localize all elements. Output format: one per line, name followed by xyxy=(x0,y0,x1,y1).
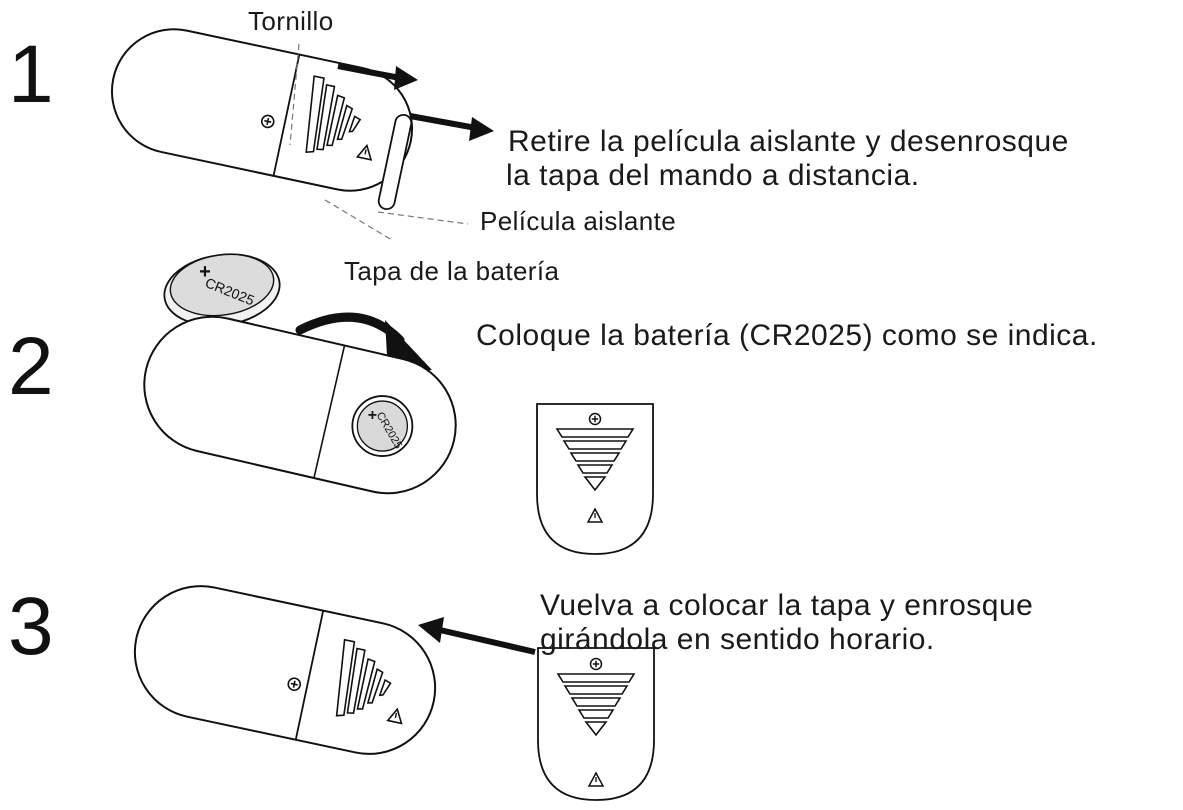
installed-battery: + CR2025 xyxy=(351,395,414,457)
plus-icon xyxy=(260,114,275,129)
step-2-caption: Coloque la batería (CR2025) como se indi… xyxy=(476,319,1098,352)
step-1-number: 1 xyxy=(8,29,54,120)
stripe-triangle-icon xyxy=(555,428,635,492)
svg-text:+: + xyxy=(199,261,211,283)
battery-cover xyxy=(537,647,655,801)
battery-cover xyxy=(536,403,654,555)
plus-icon xyxy=(589,657,603,671)
step-1-caption-line-1: Retire la película aislante y desenrosqu… xyxy=(508,125,1069,158)
arrow-icon xyxy=(418,617,536,655)
coin-battery: + CR2025 xyxy=(163,253,281,327)
step-3-number: 3 xyxy=(8,581,54,672)
insulating-film xyxy=(377,113,413,211)
step-1-caption-line-2: la tapa del mando a distancia. xyxy=(506,159,920,192)
svg-text:+: + xyxy=(368,407,377,424)
stripe-triangle-icon xyxy=(305,75,362,153)
arrow-icon xyxy=(337,63,418,90)
step-3-caption-line-2: girándola en sentido horario. xyxy=(540,623,935,656)
step-3-caption-line-1: Vuelva a colocar la tapa y enrosque xyxy=(540,589,1034,622)
plus-icon xyxy=(287,677,302,692)
insulating-film-label: Película aislante xyxy=(480,206,677,236)
step-1-remote xyxy=(110,28,414,192)
step-3-remote xyxy=(133,585,437,755)
warning-triangle-icon xyxy=(587,771,605,787)
screw-label: Tornillo xyxy=(248,6,334,36)
step-2-number: 2 xyxy=(8,321,54,412)
warning-triangle-icon xyxy=(355,143,373,161)
plus-icon xyxy=(588,412,602,426)
arrow-icon xyxy=(409,113,494,141)
battery-cover-label: Tapa de la batería xyxy=(344,256,560,286)
stripe-triangle-icon xyxy=(556,673,636,737)
stripe-triangle-icon xyxy=(335,638,392,717)
step-2-remote: + CR2025 xyxy=(143,315,457,495)
warning-triangle-icon xyxy=(586,507,604,523)
step-1-leader-lines xyxy=(289,43,469,241)
warning-triangle-icon xyxy=(386,707,403,725)
